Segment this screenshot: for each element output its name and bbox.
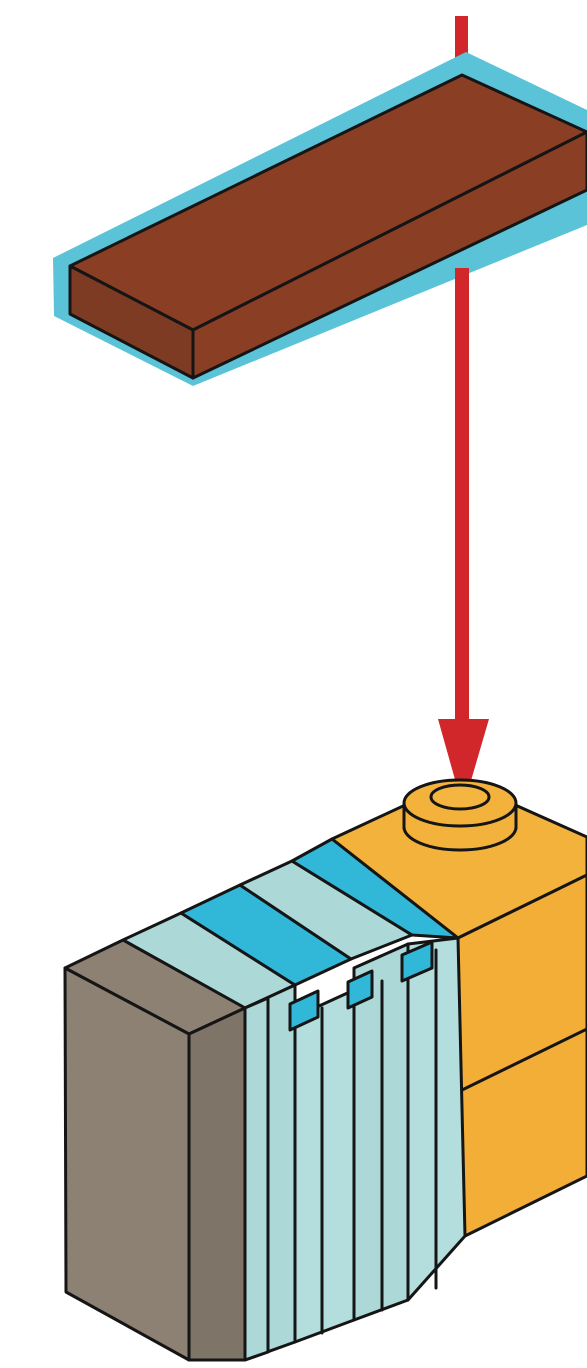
tile-plate (53, 52, 587, 386)
stud (404, 780, 516, 850)
gray-block-right-face (189, 1008, 245, 1360)
slot-column-2-front (295, 990, 354, 1342)
orange-brick-side (458, 875, 587, 1236)
gray-block (65, 940, 245, 1360)
arrow-shaft (455, 268, 469, 728)
gray-block-left-face (65, 968, 189, 1360)
stud-hole (431, 785, 489, 809)
arrow (438, 268, 489, 808)
slot-block-left-face (245, 998, 268, 1360)
light-blue-slotted-pieces (245, 938, 465, 1360)
